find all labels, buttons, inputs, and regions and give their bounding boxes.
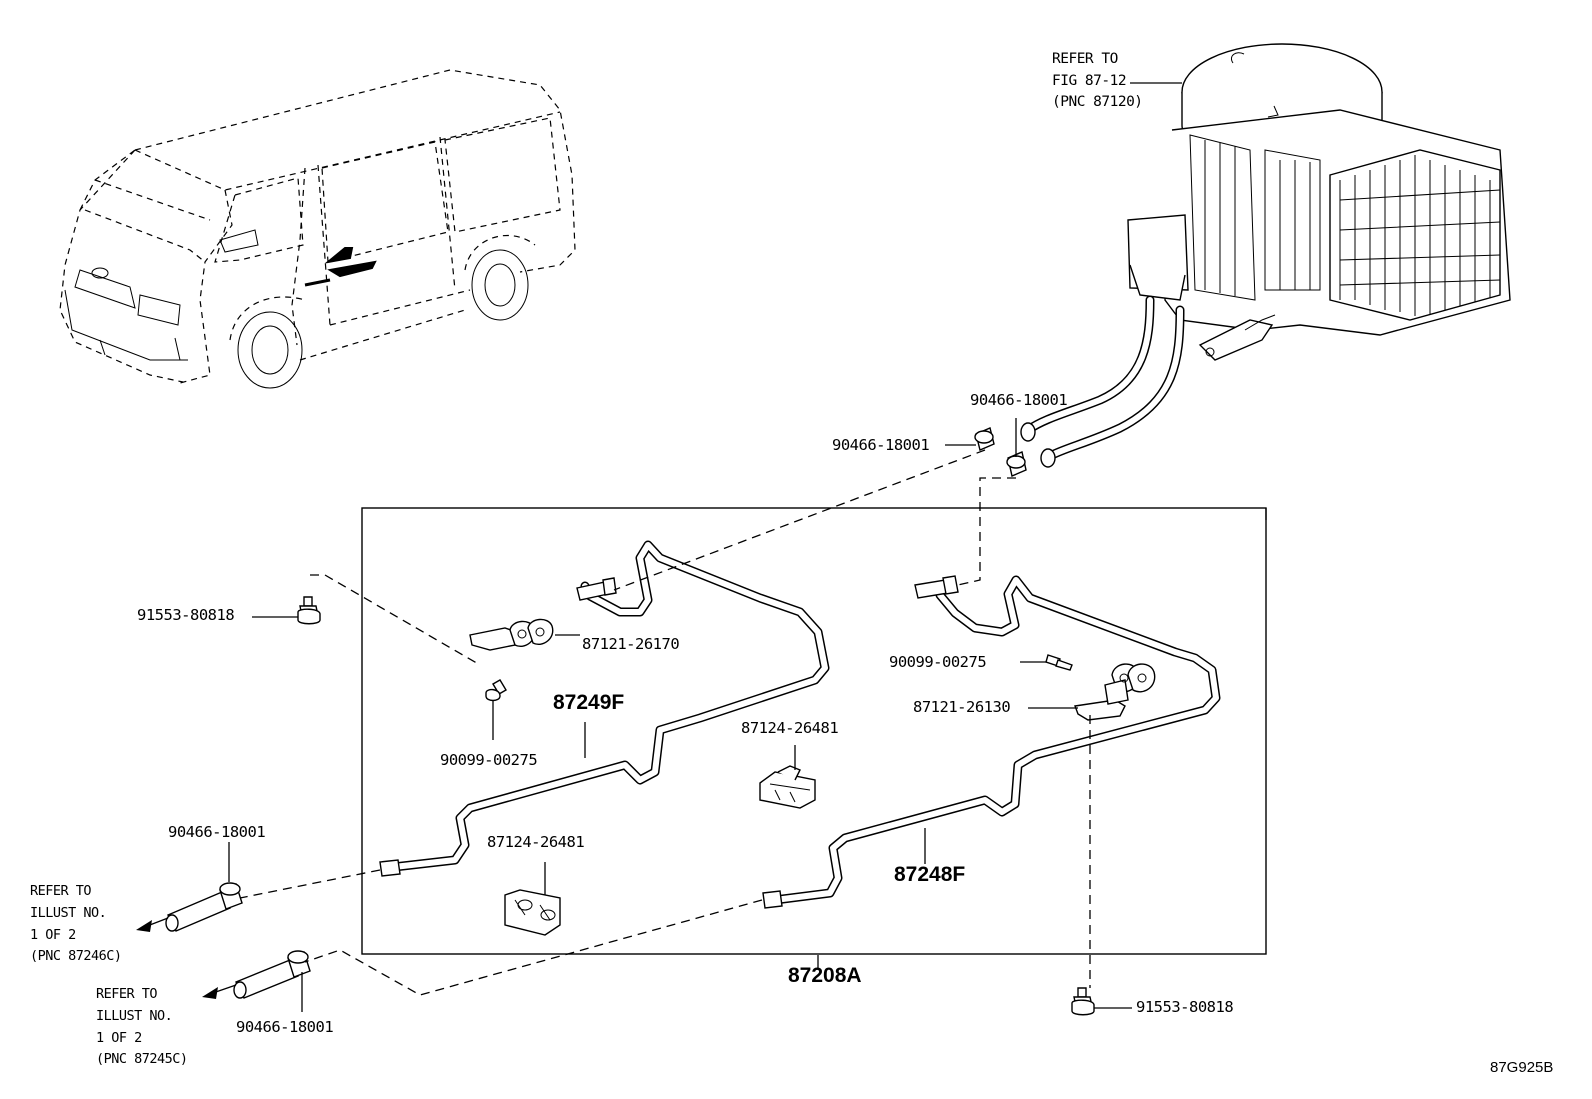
pipe-clamp-left-icon [469,618,554,651]
part-number-bolt-left[interactable]: 91553-80818 [137,606,235,624]
part-number-pipe-right[interactable]: 87248F [894,863,966,886]
part-number-hose-clamp-lower-left[interactable]: 90466-18001 [168,823,266,841]
refer-illust-b-line1: REFER TO [96,986,158,1002]
part-number-hose-clamp-top-left[interactable]: 90466-18001 [832,436,930,454]
bolt-left-icon [297,596,321,625]
refer-fig-label-line3: (PNC 87120) [1052,94,1143,110]
bolt-bottom-icon [1071,987,1095,1016]
part-number-screw-right[interactable]: 90099-00275 [889,653,987,671]
screw-left-icon [485,679,507,702]
grommet-right-icon [759,765,816,809]
refer-illust-a-line1: REFER TO [30,883,92,899]
heater-hose-icon [1020,295,1185,468]
refer-illust-b-line4: (PNC 87245C) [96,1051,188,1067]
pipe-87249f-icon [379,540,830,877]
hose-clamp-icon [974,427,1027,477]
van-icon [59,69,576,389]
part-number-clamp-left[interactable]: 87121-26170 [582,635,680,653]
part-number-bolt-bottom[interactable]: 91553-80818 [1136,998,1234,1016]
refer-fig-label-line2: FIG 87-12 [1052,73,1127,89]
part-number-pipe-left[interactable]: 87249F [553,691,625,714]
leader-lines [228,82,1182,1012]
arrow-icon [136,917,237,999]
pipe-clamp-right-icon [1074,663,1156,721]
part-number-assembly[interactable]: 87208A [788,964,862,987]
part-number-grommet-left[interactable]: 87124-26481 [487,833,585,851]
assembly-boundary [361,507,1267,955]
pipe-87248f-icon [762,575,1221,909]
refer-illust-a-line2: ILLUST NO. [30,905,107,921]
refer-illust-a-line4: (PNC 87246C) [30,948,122,964]
part-number-grommet-right[interactable]: 87124-26481 [741,719,839,737]
grommet-left-icon [504,889,561,936]
part-number-clamp-right[interactable]: 87121-26130 [913,698,1011,716]
heater-unit-icon [1127,43,1511,361]
part-number-hose-clamp-bottom[interactable]: 90466-18001 [236,1018,334,1036]
dashed-connectors [239,449,1091,996]
refer-illust-b-line3: 1 OF 2 [96,1030,142,1046]
refer-illust-a-line3: 1 OF 2 [30,927,76,943]
lower-hose-b-icon [233,950,311,999]
part-number-hose-clamp-top-right[interactable]: 90466-18001 [970,391,1068,409]
refer-fig-label-line1: REFER TO [1052,51,1118,67]
lower-hose-a-icon [165,882,243,932]
figure-code: 87G925B [1490,1059,1554,1076]
part-number-screw-left[interactable]: 90099-00275 [440,751,538,769]
refer-illust-b-line2: ILLUST NO. [96,1008,173,1024]
screw-right-icon [1045,654,1073,671]
